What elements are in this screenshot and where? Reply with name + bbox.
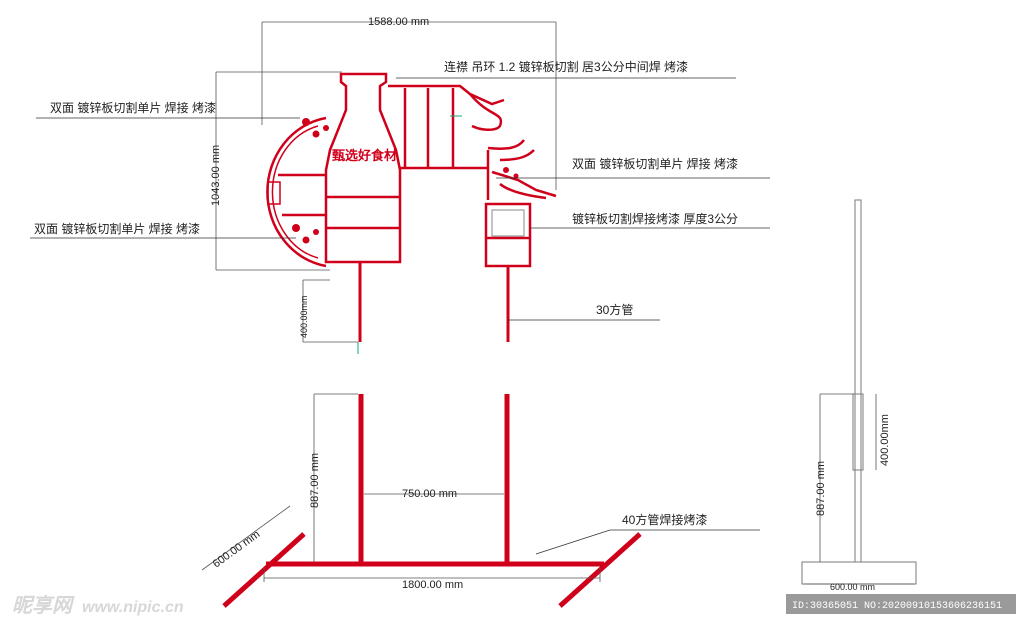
blossom-icon	[313, 229, 319, 235]
blossom-icon	[503, 167, 509, 173]
note-right-box: 镀锌板切割焊接烤漆 厚度3公分	[572, 211, 738, 226]
sign-structure	[266, 72, 557, 342]
note-top-hanger: 连襟 吊环 1.2 镀锌板切割 居3公分中间焊 烤漆	[444, 59, 688, 74]
dim-top-width: 1588.00 mm	[368, 16, 429, 28]
blossom-icon	[323, 125, 329, 131]
circle-mini-box	[267, 181, 281, 205]
dim-base-height: 887.00 mm	[309, 453, 321, 508]
blossoms	[292, 118, 519, 244]
sign-text: 甄选好食材	[332, 148, 397, 163]
note-left-upper: 双面 镀锌板切割单片 焊接 烤漆	[50, 100, 216, 115]
dim-base-width: 1800.00 mm	[402, 579, 463, 591]
dim-span: 750.00 mm	[402, 488, 457, 500]
side-pole	[854, 199, 862, 563]
bottle-outline	[324, 72, 402, 264]
watermark-url: www.nipic.cn	[82, 599, 184, 616]
side-panel	[852, 393, 864, 471]
arch-roof-swirl	[469, 93, 503, 131]
note-left-lower: 双面 镀锌板切割单片 焊接 烤漆	[34, 221, 200, 236]
dim-height: 1043.00 mm	[210, 145, 222, 206]
circle-inner	[271, 125, 319, 259]
base-dimension-lines	[201, 393, 601, 582]
leader-lines	[30, 77, 770, 555]
base-structure	[222, 394, 642, 608]
note-tube30: 30方管	[596, 302, 633, 317]
id-bar	[786, 594, 1016, 614]
dim-side-base-width: 600.00 mm	[830, 582, 875, 592]
right-ornament	[491, 170, 557, 200]
guide-marks	[357, 115, 462, 354]
blossom-icon	[292, 224, 300, 232]
side-view	[801, 199, 917, 585]
dim-base-diag: 600.00 mm	[211, 528, 263, 570]
blossom-icon	[302, 236, 310, 244]
dim-side-upper: 400.00mm	[879, 414, 891, 466]
side-dimension-lines	[804, 393, 914, 585]
right-box	[484, 202, 532, 268]
watermark-id: ID:30365051 NO:20200910153606236151	[792, 601, 1002, 612]
note-right-mid: 双面 镀锌板切割单片 焊接 烤漆	[572, 156, 738, 171]
note-tube40: 40方管焊接烤漆	[622, 512, 707, 527]
dim-side-base-height: 887.00 mm	[815, 461, 827, 516]
circle-frame	[266, 116, 327, 268]
watermark-logo: 昵享网	[12, 594, 75, 617]
top-dimension-lines	[215, 21, 557, 343]
blossom-icon	[513, 173, 519, 179]
right-box-panel	[491, 209, 525, 237]
side-base-plate	[801, 561, 917, 585]
arch-swirl-2	[487, 139, 535, 162]
blossom-icon	[312, 130, 320, 138]
dim-leg-height: 400.00mm	[299, 295, 309, 338]
blossom-icon	[302, 118, 310, 126]
